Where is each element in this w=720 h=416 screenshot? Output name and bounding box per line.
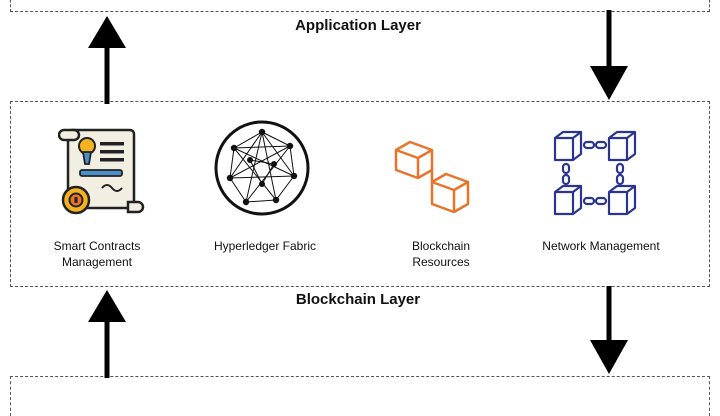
smart-contract-icon (58, 128, 145, 215)
smart-contracts-label-line2: Management (61, 255, 133, 269)
network-chain-icon (553, 130, 637, 216)
network-management-label: Network Management (542, 239, 660, 253)
smart-contracts-label-line1: Smart Contracts (53, 239, 141, 253)
application-layer-title: Application Layer (295, 17, 421, 34)
lower-layer-box (10, 376, 710, 416)
blockchain-resources-label-line2: Resources (412, 255, 470, 269)
arrow-up-icon (88, 290, 126, 378)
application-layer-box (10, 0, 710, 12)
hyperledger-fabric-icon (214, 120, 310, 216)
arrow-up-icon (88, 16, 126, 104)
hyperledger-fabric-label: Hyperledger Fabric (213, 239, 317, 253)
arrow-down-icon (590, 10, 628, 100)
arrow-down-icon (590, 286, 628, 374)
blockchain-resources-label-line1: Blockchain (411, 239, 471, 253)
blockchain-resources-label: Blockchain Resources (366, 238, 516, 270)
smart-contracts-label: Smart Contracts Management (22, 238, 172, 270)
blockchain-layer-title: Blockchain Layer (295, 291, 421, 308)
blockchain-layer-box (10, 101, 710, 287)
blockchain-resources-icon (394, 140, 470, 214)
